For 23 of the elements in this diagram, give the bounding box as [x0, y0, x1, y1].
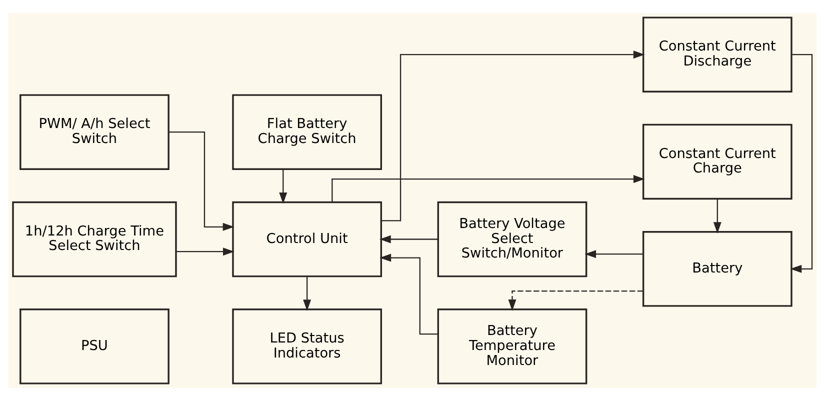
node-box: Constant Current Charge — [642, 124, 792, 200]
arrow — [168, 132, 234, 231]
node-box: Battery — [642, 231, 792, 307]
arrow — [508, 290, 644, 311]
arrow — [713, 198, 722, 234]
node-box: Flat Battery Charge Switch — [232, 94, 382, 170]
arrow — [379, 235, 438, 244]
arrow — [380, 254, 438, 335]
node-box: PSU — [20, 308, 170, 384]
node-box: PWM/ A/h Select Switch — [20, 94, 170, 170]
node-box: Constant Current Discharge — [642, 16, 792, 92]
node-box: LED Status Indicators — [232, 308, 382, 384]
arrow — [332, 175, 645, 202]
arrow — [584, 250, 644, 258]
arrow — [176, 248, 234, 256]
arrow — [303, 276, 312, 312]
node-box: Battery Voltage Select Switch/Monitor — [437, 201, 588, 278]
arrow — [279, 169, 288, 204]
arrow — [381, 50, 645, 222]
arrow — [790, 54, 813, 273]
node-box: Battery Temperature Monitor — [437, 308, 588, 384]
node-box: Control Unit — [232, 201, 382, 278]
node-box: 1h/12h Charge Time Select Switch — [12, 201, 177, 278]
